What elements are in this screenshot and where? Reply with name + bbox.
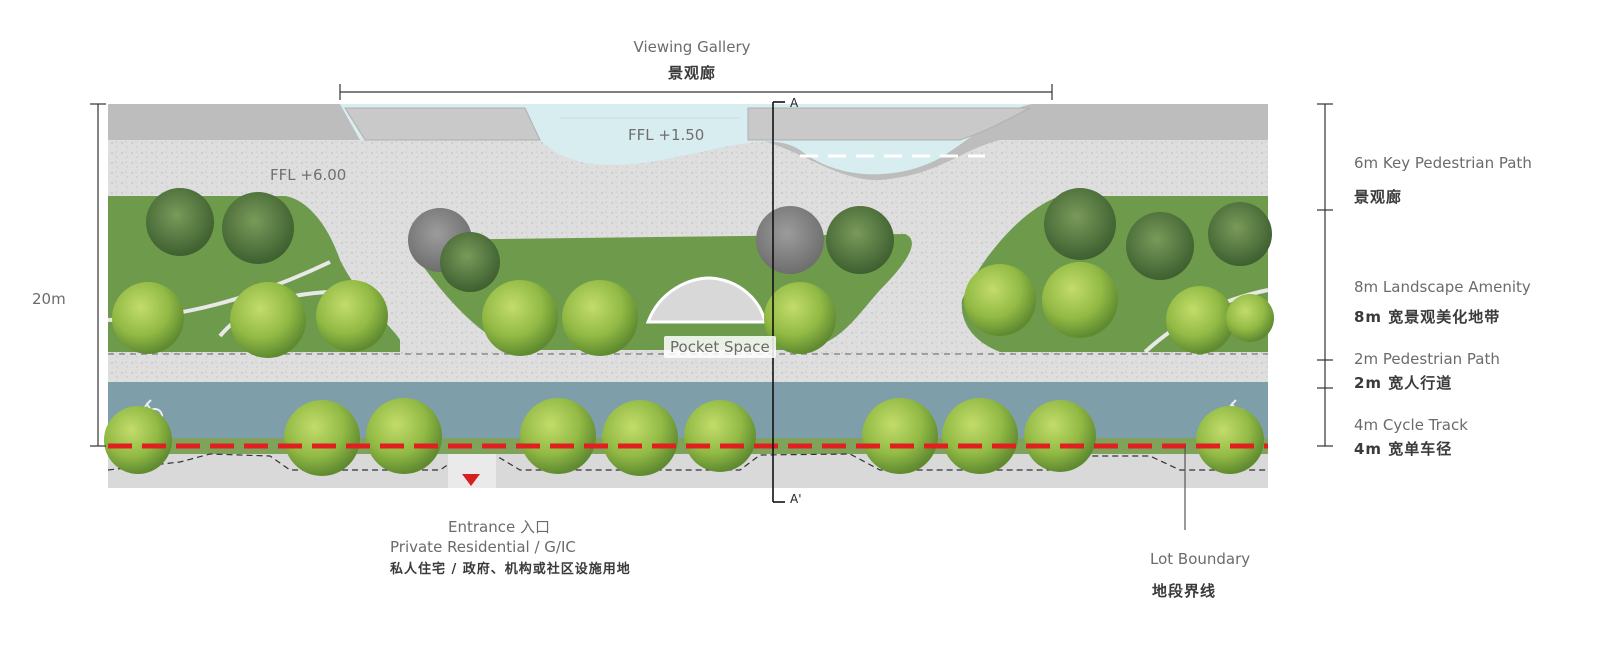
zone-label-zh: 景观廊 [1354, 188, 1403, 206]
width-20m-label: 20m [32, 290, 66, 308]
zone-label-zh: 2m 宽人行道 [1354, 374, 1453, 392]
private-residential-label-zh: 私人住宅 / 政府、机构或社区设施用地 [390, 562, 631, 577]
viewing-gallery-label: Viewing Gallery [633, 38, 751, 56]
lot-boundary-label-zh: 地段界线 [1152, 582, 1217, 600]
ffl-150-label: FFL +1.50 [628, 126, 705, 144]
viewing-gallery-building [344, 107, 541, 141]
ffl-600-label: FFL +6.00 [270, 166, 347, 184]
section-a-prime-label: A' [790, 492, 802, 506]
street-trees [104, 398, 1264, 476]
zone-label-en: 8m Landscape Amenity [1354, 278, 1531, 296]
zone-label-zh: 4m 宽单车径 [1354, 440, 1453, 458]
zone-label-en: 6m Key Pedestrian Path [1354, 154, 1532, 172]
trees-dark [146, 188, 1272, 292]
entrance-arrow-icon [462, 474, 480, 486]
trees-light [112, 262, 1274, 358]
pocket-space-label: Pocket Space [664, 336, 776, 358]
pocket-space-area [645, 276, 767, 324]
zone-label-en: 4m Cycle Track [1354, 416, 1468, 434]
viewing-gallery-label-zh: 景观廊 [667, 64, 717, 82]
viewing-gallery-building-2 [747, 107, 1031, 141]
lot-boundary-label: Lot Boundary [1150, 550, 1251, 568]
section-a-label: A [790, 96, 799, 110]
zone-dimensions [1317, 103, 1333, 447]
private-residential-label: Private Residential / G/IC [390, 538, 576, 556]
zone-label-en: 2m Pedestrian Path [1354, 350, 1500, 368]
zone-label-zh: 8m 宽景观美化地带 [1354, 308, 1501, 326]
entrance-label: Entrance 入口 [448, 518, 550, 536]
